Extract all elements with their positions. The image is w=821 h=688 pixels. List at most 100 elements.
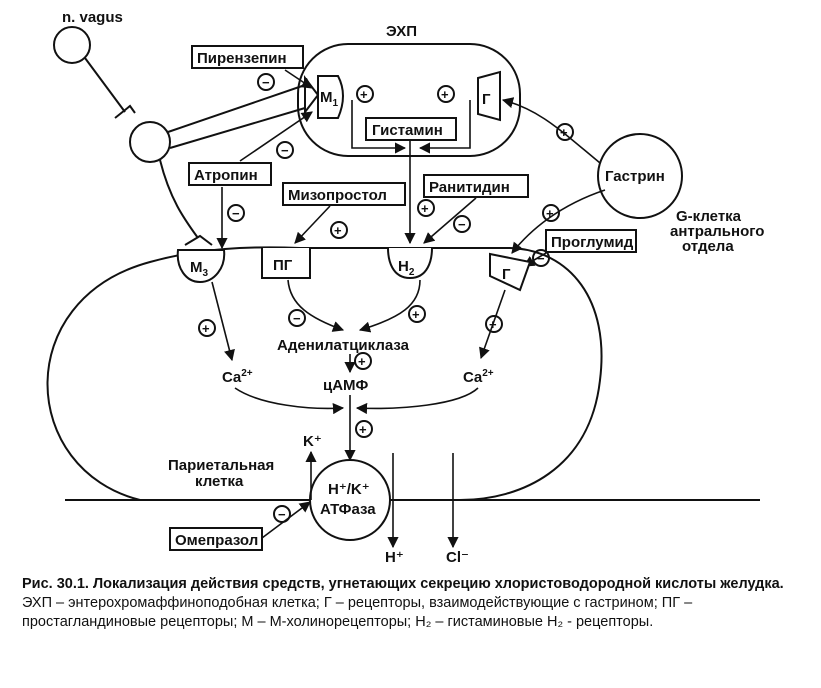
plus-sign: + [334,223,342,238]
plus-sign: + [412,307,420,322]
ranitidine-box [423,174,529,198]
gastric-acid-secretion-diagram: n. vagus ЭХП M1 Г Гистамин + + Пирензепи… [46,9,769,566]
m3-nerve-terminal [184,234,213,246]
plus-gastrin-ecl [556,123,574,141]
parietal-cell [46,246,603,501]
arrow-g-ca [479,289,506,360]
camp-label: цАМФ [323,377,369,394]
plus-m3-ca [198,319,216,337]
m1-nerve-terminal [304,75,320,115]
plus-sign: + [489,317,497,332]
minus-atropine-m3 [227,204,245,222]
plus-h2-ac [408,305,426,323]
histamine-box [365,117,457,141]
plus-sign: + [441,87,449,102]
ecl-cell-label: ЭХП [386,23,417,40]
arrow-pg-ac [287,279,345,332]
arrow-gastrin-parietal [511,189,606,254]
minus-pg-ac [288,309,306,327]
h-ion-label: H⁺ [385,549,404,566]
ca-right-label: Ca2+ [463,368,494,386]
pump-label-line1: H⁺/K⁺ [328,481,370,498]
axon-to-m3 [159,159,199,239]
plus-sign: + [546,206,554,221]
minus-sign: − [293,311,301,326]
omeprazole-label: Омепразол [175,532,258,549]
arrow-atropine-m1 [239,111,313,162]
plus-ac-camp [354,352,372,370]
g-cell [597,133,683,219]
axon-to-m1-upper [167,84,306,133]
pg-receptor [261,248,311,279]
arrow-m1-histamine [351,100,407,154]
gastrin-receptor-ecl-label: Г [482,91,491,108]
minus-sign: − [281,143,289,158]
atropine-box [188,162,272,186]
plus-histamine-h2 [417,199,435,217]
plus-sign: + [358,354,366,369]
plus-sign: + [359,422,367,437]
plus-sign: + [202,321,210,336]
h2-receptor [387,247,433,280]
m3-receptor [176,249,226,284]
plus-gastrin-parietal [542,204,560,222]
vagus-neuron-2 [129,121,171,163]
misoprostol-box [282,182,406,206]
caption-title-line: Рис. 30.1. Локализация действия средств,… [22,575,807,594]
minus-sign: − [278,507,286,522]
plus-sign: + [421,201,429,216]
vagus-label: n. vagus [62,9,123,26]
plus-g-ca [485,315,503,333]
arrow-gastrin-ecl [501,97,601,164]
arrow-ca-right-pump [355,387,479,415]
arrow-h2-ac [358,279,421,333]
plus-g-histamine [437,85,455,103]
m1-receptor-label: M1 [320,89,339,109]
vagus-neuron-1 [53,26,91,64]
figure-caption: Рис. 30.1. Локализация действия средств,… [22,575,807,632]
arrow-m3-ca [211,281,235,362]
ranitidine-label: Ранитидин [429,179,510,196]
proton-pump [309,459,391,541]
histamine-label: Гистамин [372,122,443,139]
gastrin-receptor-ecl [477,70,501,122]
parietal-cell-label: Париетальная клетка [168,457,278,490]
plus-misoprostol [330,221,348,239]
minus-sign: − [537,251,545,266]
proglumide-box [545,229,637,253]
adenylate-cyclase-label: Аденилатциклаза [277,337,410,354]
atropine-label: Атропин [194,167,258,184]
minus-atropine-m1 [276,141,294,159]
minus-sign: − [232,206,240,221]
pirenzepine-box [191,45,304,69]
m1-receptor [317,75,344,119]
h2-receptor-label: H2 [398,258,415,278]
minus-pirenzepine [257,73,275,91]
caption-figure-number: Рис. 30.1. [22,576,89,592]
caption-title-text: Локализация действия средств, угнетающих… [88,576,784,592]
m3-receptor-label: M3 [190,259,209,279]
arrow-pirenzepine-m1 [284,69,313,89]
minus-sign: − [458,217,466,232]
plus-sign: + [360,87,368,102]
pg-receptor-label: ПГ [273,257,293,274]
plus-m1-histamine [356,85,374,103]
gastrin-label: Гастрин [605,168,665,185]
k-ion-label: K⁺ [303,433,322,450]
gastrin-receptor-parietal [489,252,532,292]
omeprazole-box [169,527,263,551]
minus-sign: − [262,75,270,90]
gastrin-receptor-parietal-label: Г [502,266,511,283]
arrow-misoprostol-pg [294,205,331,244]
caption-legend: ЭХП – энтерохромаффиноподобная клетка; Г… [22,595,693,630]
arrow-ca-left-pump [234,387,345,415]
g-cell-label: G-клетка антрального отдела [670,208,769,255]
pump-label-line2: АТФаза [320,501,376,518]
minus-omeprazole [273,505,291,523]
plus-sign: + [560,125,568,140]
arrow-ranitidine-h2 [423,197,477,244]
pirenzepine-label: Пирензепин [197,50,287,67]
plus-camp-pump [355,420,373,438]
minus-ranitidine [453,215,471,233]
vagus-axon-1 [84,57,126,113]
